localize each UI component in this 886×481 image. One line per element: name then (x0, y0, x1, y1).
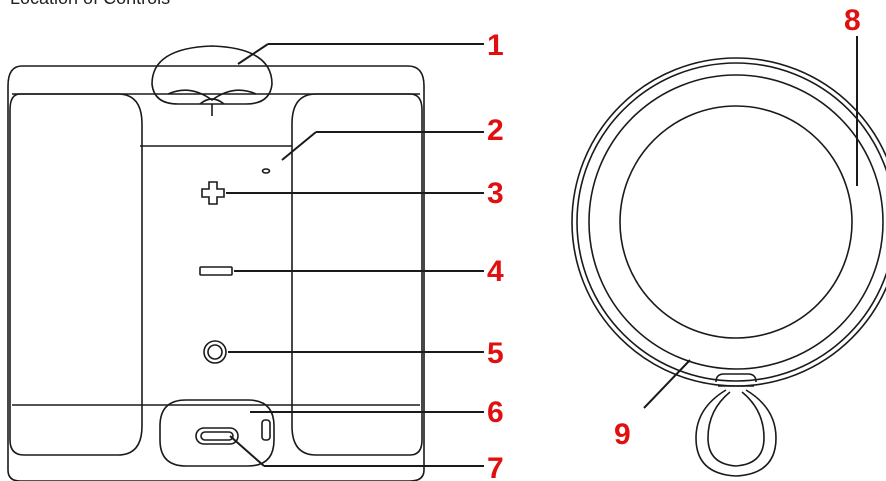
port-cover[interactable] (159, 399, 275, 467)
status-led (261, 168, 271, 174)
power-button[interactable] (203, 340, 227, 364)
callout-3: 3 (487, 177, 504, 210)
usb-c-port[interactable] (195, 427, 239, 445)
callout-labels: 1 2 3 4 5 6 7 8 9 (487, 4, 861, 481)
speaker-front-body (7, 65, 425, 481)
leader-line-1 (237, 43, 269, 65)
speaker-grille (619, 105, 853, 339)
callout-6: 6 (487, 396, 504, 429)
strap (151, 45, 273, 116)
leader-lines (226, 36, 858, 467)
port-cover-tab (261, 419, 271, 441)
callout-4: 4 (487, 255, 504, 288)
volume-down-button[interactable] (199, 266, 233, 276)
callout-8: 8 (844, 4, 861, 37)
callout-2: 2 (487, 114, 504, 147)
leader-line-7 (229, 435, 265, 467)
callout-7: 7 (487, 452, 504, 481)
callout-5: 5 (487, 337, 504, 370)
leader-line-9 (643, 359, 691, 409)
page-title: Location of Controls (10, 0, 170, 9)
volume-up-button[interactable] (201, 181, 225, 205)
callout-1: 1 (487, 29, 504, 62)
leader-line-2 (281, 131, 317, 161)
callout-9: 9 (614, 418, 631, 451)
speaker-round-body (571, 57, 886, 477)
